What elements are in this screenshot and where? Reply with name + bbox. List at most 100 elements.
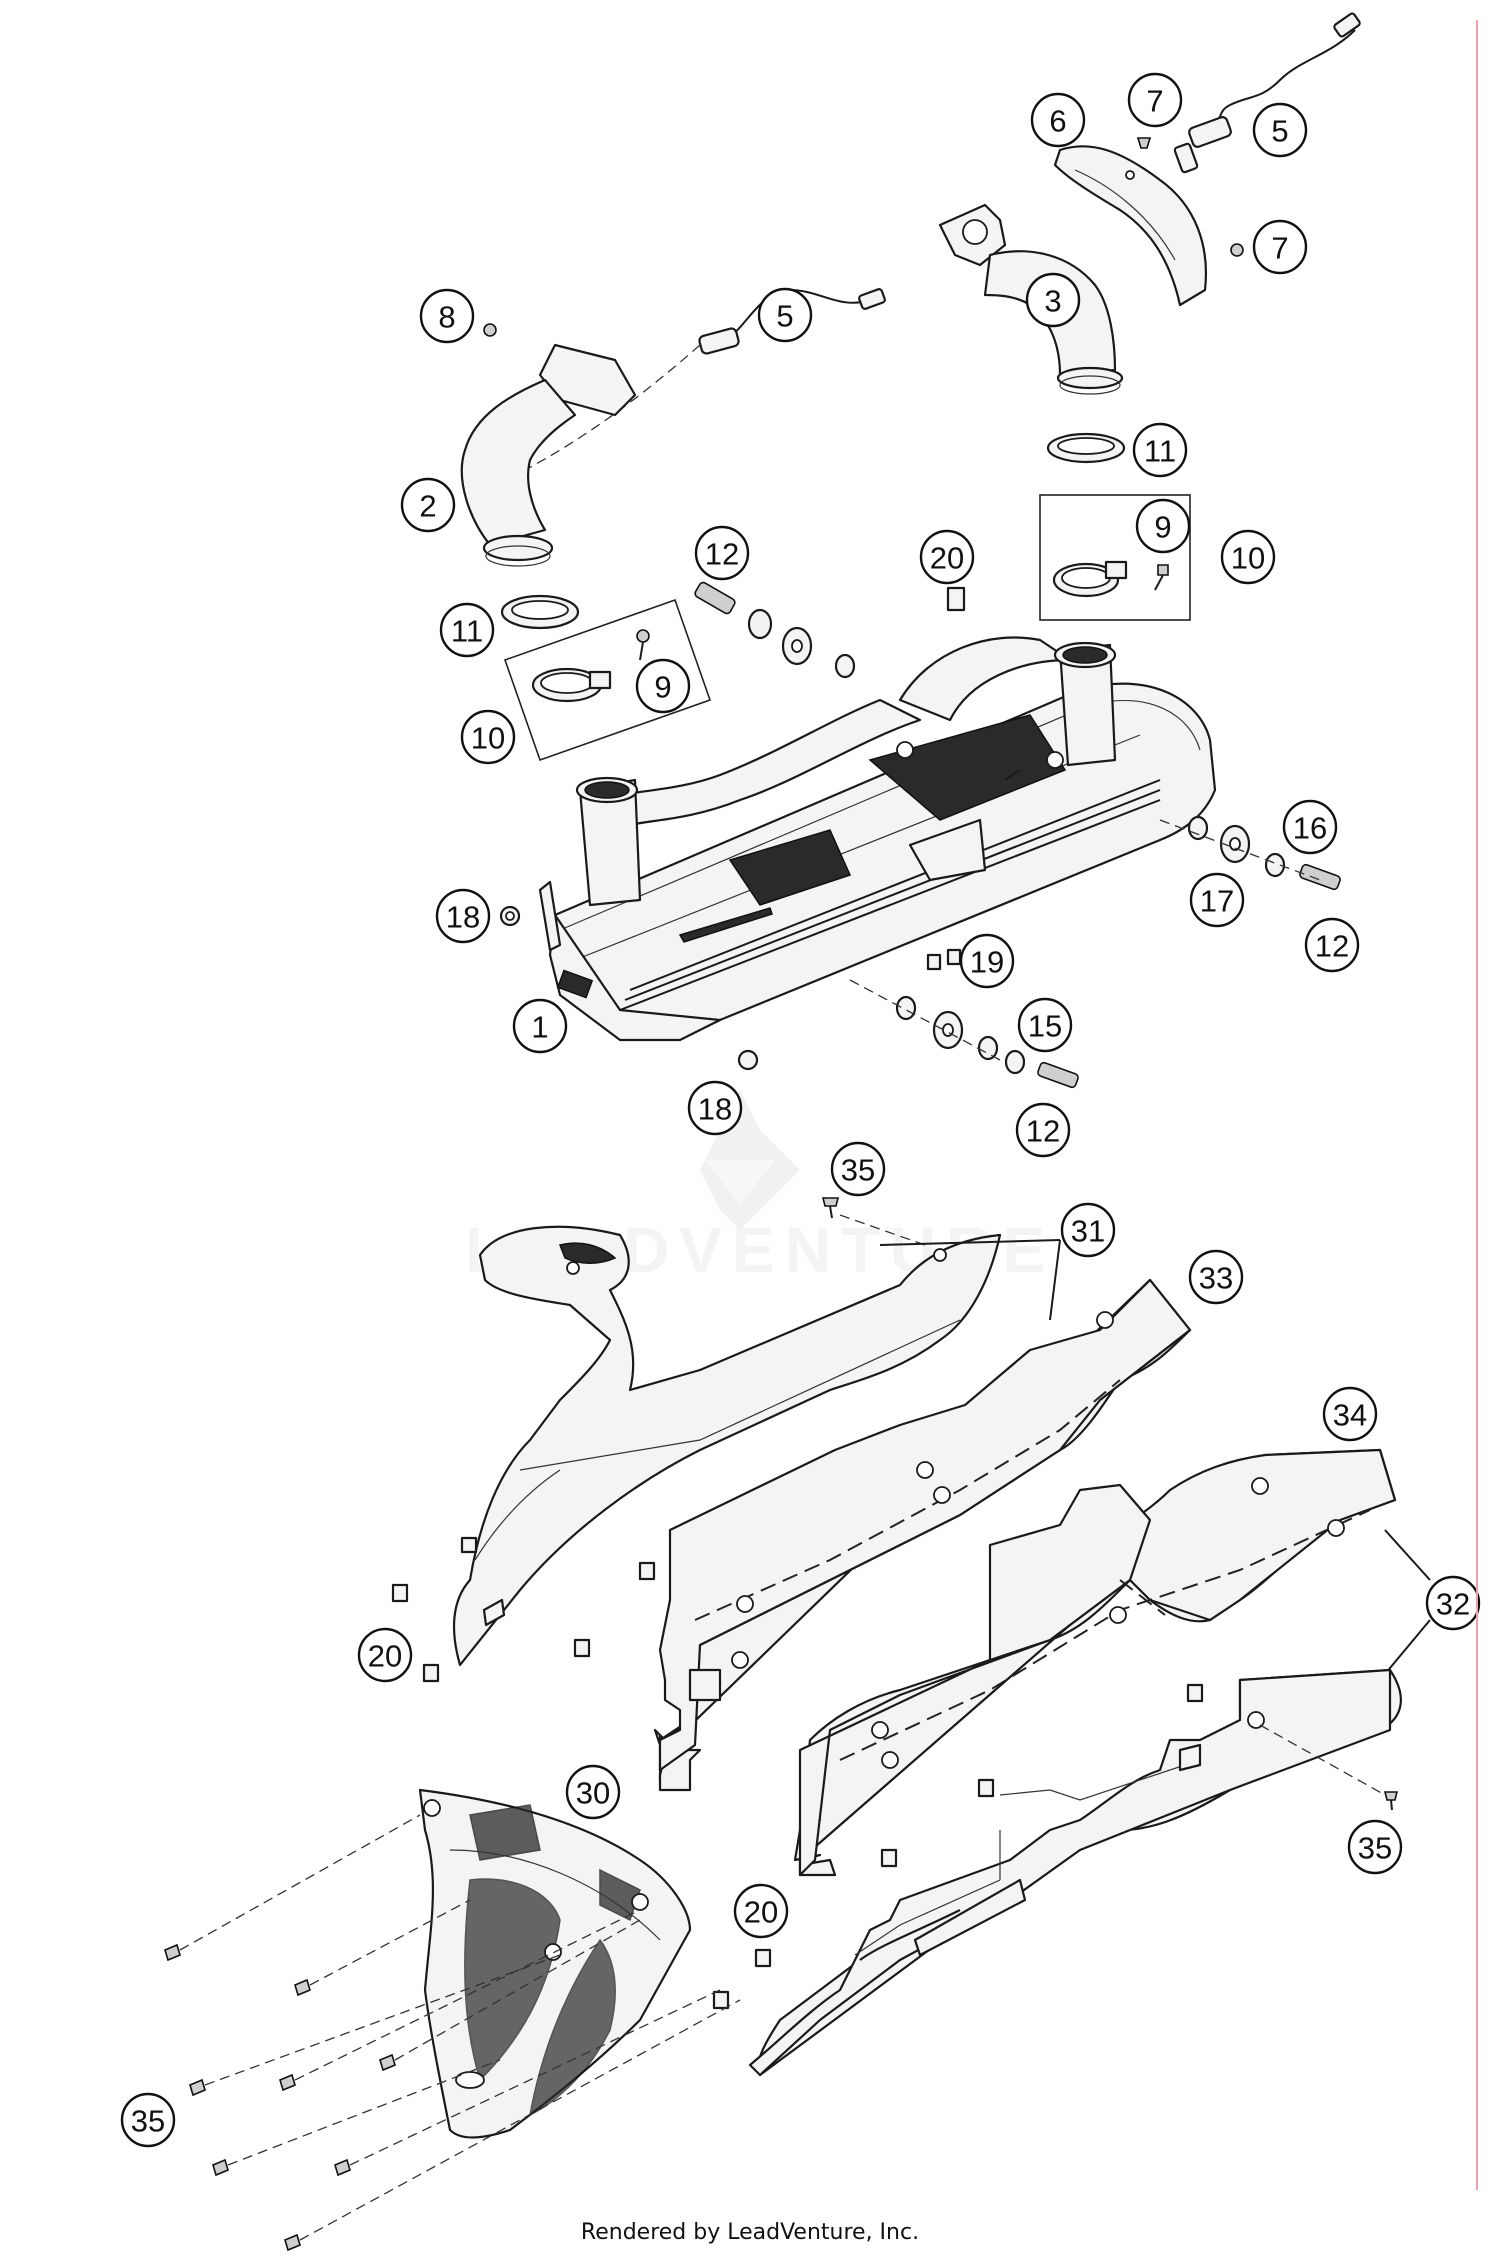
callout-circle: [1188, 1249, 1244, 1305]
callout-circle: [1282, 799, 1338, 855]
callout-number: 19: [970, 945, 1004, 980]
mount-bolt-upper: [694, 581, 736, 615]
callout-number: 6: [1049, 104, 1066, 139]
callout-number: 11: [451, 614, 483, 649]
header-pipe-left: [460, 343, 637, 567]
cover-panel-31: [452, 1225, 1002, 1667]
callout-circle: [1189, 872, 1245, 928]
callout-9: 9: [1135, 498, 1191, 554]
screw-35-d: [279, 2073, 296, 2092]
clip-20-lower-e: [712, 1990, 730, 2010]
callout-number: 8: [438, 300, 455, 335]
callout-33: 33: [1188, 1249, 1244, 1305]
callout-number: 32: [1436, 1587, 1470, 1622]
clip-20-lower-c: [880, 1848, 898, 1868]
callout-circle: [460, 709, 516, 765]
leader-35-d: [294, 1909, 641, 2081]
clip-20-lower-b: [977, 1778, 995, 1798]
callout-35: 35: [120, 2092, 176, 2148]
callout-20: 20: [733, 1883, 789, 1939]
callout-8: 8: [419, 288, 475, 344]
callout-7: 7: [1127, 72, 1183, 128]
callout-number: 12: [705, 537, 739, 572]
callout-circle: [1135, 498, 1191, 554]
screw-35-h: [284, 2233, 301, 2252]
callout-12: 12: [694, 525, 750, 581]
clamp-kit-box-right: [1039, 494, 1191, 621]
callout-number: 9: [654, 670, 671, 705]
callout-circle: [565, 1764, 621, 1820]
screw-35-top: [821, 1197, 840, 1219]
heat-shield: [1053, 145, 1207, 307]
callout-circle: [635, 658, 691, 714]
callout-number: 20: [368, 1639, 402, 1674]
clip-19: [926, 948, 962, 971]
nut-18-left: [499, 905, 521, 927]
callout-number: 11: [1144, 434, 1176, 469]
callout-number: 12: [1315, 929, 1349, 964]
callout-number: 30: [576, 1776, 610, 1811]
clip-20-mid-a: [638, 1561, 656, 1581]
callout-number: 33: [1199, 1261, 1233, 1296]
mount-bushing-upper: [747, 608, 856, 679]
screw-35-e: [379, 2053, 396, 2072]
o2-sensor-left: [698, 288, 886, 355]
callout-18: 18: [435, 888, 491, 944]
callout-number: 35: [841, 1153, 875, 1188]
callout-number: 7: [1146, 84, 1163, 119]
callout-10: 10: [1220, 529, 1276, 585]
callout-2: 2: [400, 477, 456, 533]
clip-20-left-a: [391, 1583, 409, 1603]
callout-31: 31: [1060, 1202, 1116, 1258]
heat-shield-34: [793, 1448, 1397, 1877]
clip-20-left-b: [422, 1663, 440, 1683]
callout-circle: [1015, 1102, 1071, 1158]
callout-circle: [757, 287, 813, 343]
callout-number: 10: [471, 721, 505, 756]
callout-12: 12: [1015, 1102, 1071, 1158]
callout-circle: [419, 288, 475, 344]
mount-hardware-right: [1187, 815, 1341, 891]
callout-17: 17: [1189, 872, 1245, 928]
callout-circle: [1252, 102, 1308, 158]
screw-35-b: [294, 1978, 311, 1997]
callout-number: 20: [930, 541, 964, 576]
callout-circle: [1304, 917, 1360, 973]
leader-right-mount: [1159, 819, 1321, 881]
callout-number: 31: [1071, 1214, 1105, 1249]
callout-number: 34: [1333, 1398, 1367, 1433]
screw-35-c: [189, 2078, 206, 2097]
callout-number: 1: [531, 1010, 548, 1045]
callout-number: 10: [1231, 541, 1265, 576]
clamp-right: [1052, 560, 1128, 598]
callout-1: 1: [512, 998, 568, 1054]
callout-18: 18: [687, 1080, 743, 1136]
callout-15: 15: [1017, 997, 1073, 1053]
callout-circle: [1347, 1819, 1403, 1875]
o2-sensor-upper: [1173, 12, 1361, 174]
callout-35: 35: [1347, 1819, 1403, 1875]
gasket-left: [500, 594, 580, 630]
screw-35-a: [164, 1943, 181, 1962]
leader-35-b: [309, 1899, 471, 1986]
callout-circle: [1322, 1386, 1378, 1442]
callout-circle: [1030, 92, 1086, 148]
callout-layer: 1235567789910101111121212151617181819202…: [120, 72, 1481, 2148]
screw-7-side: [1230, 243, 1244, 257]
callout-circle: [733, 1883, 789, 1939]
callout-circle: [120, 2092, 176, 2148]
screw-35-f: [212, 2158, 229, 2177]
callout-7: 7: [1252, 219, 1308, 275]
callout-34: 34: [1322, 1386, 1378, 1442]
screw-7-top: [1136, 137, 1152, 149]
callout-35: 35: [830, 1141, 886, 1197]
callout-number: 9: [1154, 510, 1171, 545]
render-credit: Rendered by LeadVenture, Inc.: [580, 2220, 920, 2245]
callout-circle: [1252, 219, 1308, 275]
callout-6: 6: [1030, 92, 1086, 148]
callout-number: 20: [744, 1895, 778, 1930]
callout-circle: [1060, 1202, 1116, 1258]
callout-circle: [439, 602, 495, 658]
clip-20-upper: [946, 586, 966, 612]
